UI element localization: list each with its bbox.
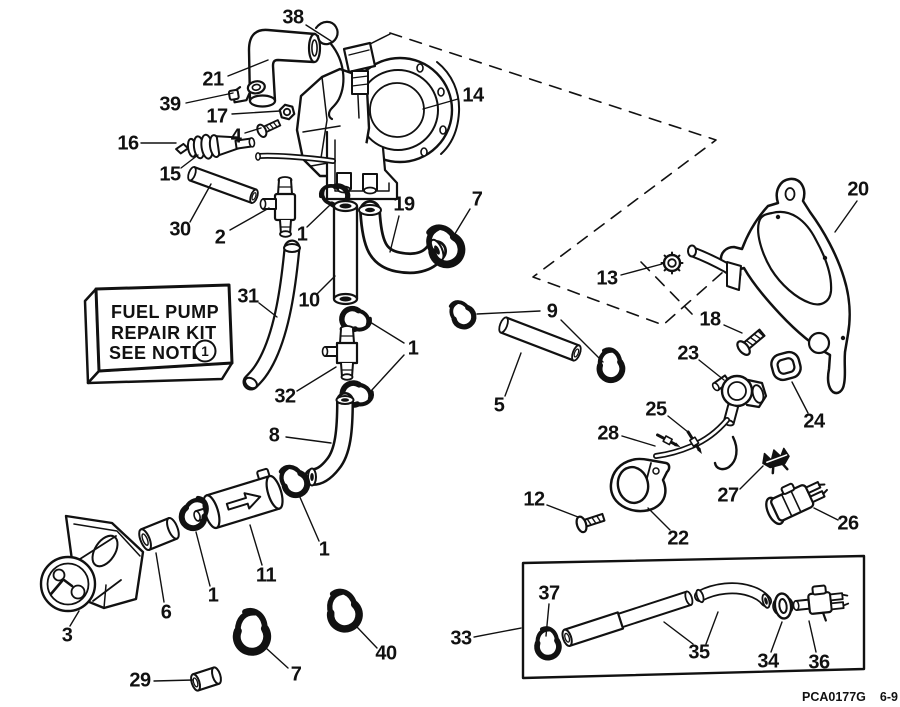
part-13-nut bbox=[660, 251, 684, 275]
part-6-sleeve bbox=[138, 517, 180, 551]
kit-line-1: FUEL PUMP bbox=[111, 302, 219, 322]
leader-22 bbox=[647, 507, 671, 531]
leader-37 bbox=[545, 603, 550, 637]
leader-13 bbox=[620, 263, 663, 276]
part-14-fuel-pump-assembly bbox=[255, 33, 461, 201]
leader-10 bbox=[316, 275, 336, 295]
part-38-retainer-wire bbox=[314, 20, 345, 121]
leader-3 bbox=[69, 610, 80, 627]
part-23-primer-valve bbox=[711, 374, 768, 427]
part-22-grommet bbox=[609, 457, 671, 513]
leader-6 bbox=[155, 552, 165, 603]
part-31-hose bbox=[242, 239, 301, 391]
leader-11 bbox=[249, 524, 263, 566]
leader-38 bbox=[305, 24, 332, 42]
part-34-ring-clamp bbox=[772, 592, 794, 620]
part-9-clamp bbox=[445, 297, 478, 330]
kit-line-3: SEE NOTE bbox=[109, 343, 204, 363]
leader-19 bbox=[389, 215, 400, 253]
part-19-elbow-hose bbox=[358, 200, 447, 275]
leader-30 bbox=[189, 183, 212, 223]
leader-7b bbox=[265, 647, 289, 669]
part-28-terminal-pins bbox=[656, 430, 702, 455]
part-35-tube bbox=[561, 590, 694, 647]
leader-26 bbox=[813, 507, 839, 521]
leader-18 bbox=[723, 324, 743, 334]
leader-28 bbox=[621, 435, 656, 447]
leader-33 bbox=[473, 627, 522, 638]
leader-35 bbox=[705, 611, 719, 645]
part-8-elbow-hose bbox=[304, 392, 355, 487]
figure-code-text: PCA0177G bbox=[801, 690, 866, 704]
repair-kit-text: FUEL PUMP REPAIR KIT SEE NOTE 1 bbox=[109, 302, 219, 363]
leader-25 bbox=[667, 415, 689, 433]
leader-9 bbox=[476, 310, 541, 315]
leader-1b bbox=[369, 321, 405, 344]
leader-21 bbox=[227, 59, 269, 77]
leader-39 bbox=[185, 92, 234, 104]
part-25-cable bbox=[653, 417, 738, 471]
leader-23 bbox=[698, 359, 725, 381]
leader-9 bbox=[560, 319, 604, 363]
part-10-hose bbox=[332, 199, 359, 306]
leader-14 bbox=[422, 98, 459, 110]
dashed-alignment-lines bbox=[389, 32, 724, 326]
leader-34 bbox=[770, 621, 783, 653]
kit-line-2: REPAIR KIT bbox=[111, 323, 217, 343]
part-24-seal bbox=[770, 350, 802, 382]
leader-17 bbox=[231, 110, 281, 115]
leader-1c bbox=[195, 531, 211, 587]
leader-32 bbox=[296, 366, 337, 392]
figure-revision: 6-9 bbox=[879, 690, 898, 704]
figure-code: PCA0177G 6-9 bbox=[788, 690, 898, 704]
part-7-clamp bbox=[235, 609, 269, 653]
leader-29 bbox=[153, 679, 194, 682]
part-2-tee-fitting bbox=[259, 176, 297, 238]
part-32-tee-fitting bbox=[321, 325, 359, 381]
leader-8 bbox=[285, 436, 332, 444]
inset-box bbox=[521, 554, 866, 680]
leader-27 bbox=[739, 465, 764, 490]
leader-1a bbox=[306, 204, 331, 228]
leader-4 bbox=[244, 127, 262, 134]
leader-24 bbox=[791, 381, 809, 414]
part-12-screw bbox=[575, 512, 606, 534]
part-17-nut bbox=[278, 103, 296, 121]
leader-35 bbox=[663, 621, 694, 645]
part-39-clamp-bracket bbox=[227, 80, 266, 104]
leader-5 bbox=[504, 352, 522, 397]
part-26-connector bbox=[765, 481, 828, 526]
part-5-tube bbox=[498, 316, 582, 362]
part-15-16-fuel-connector bbox=[175, 133, 256, 160]
leader-15 bbox=[180, 154, 199, 169]
leader-1b bbox=[370, 354, 405, 392]
part-27-retainer-clip bbox=[762, 447, 790, 475]
part-36-fitting bbox=[792, 584, 850, 622]
leader-20 bbox=[834, 200, 858, 233]
part-20-gasket bbox=[687, 177, 851, 395]
leader-12 bbox=[546, 504, 579, 518]
part-18-screw bbox=[736, 328, 766, 356]
part-3-fuel-pump bbox=[39, 514, 145, 613]
part-4-screw bbox=[256, 119, 282, 138]
leader-lines bbox=[69, 24, 858, 682]
part-9-clamp bbox=[596, 348, 624, 382]
leader-31 bbox=[258, 302, 278, 318]
part-30-tube bbox=[187, 166, 259, 204]
note-circle bbox=[193, 339, 217, 363]
note-number: 1 bbox=[201, 344, 209, 359]
part-35-hose bbox=[694, 582, 772, 609]
part-21-elbow-hose bbox=[247, 28, 322, 108]
leader-36 bbox=[808, 620, 817, 653]
part-29-sleeve bbox=[190, 666, 222, 692]
leader-2 bbox=[229, 207, 270, 231]
leader-7a bbox=[452, 208, 471, 238]
leader-1d bbox=[298, 494, 320, 542]
leader-40 bbox=[356, 626, 378, 649]
part-40-clamp bbox=[323, 587, 363, 633]
